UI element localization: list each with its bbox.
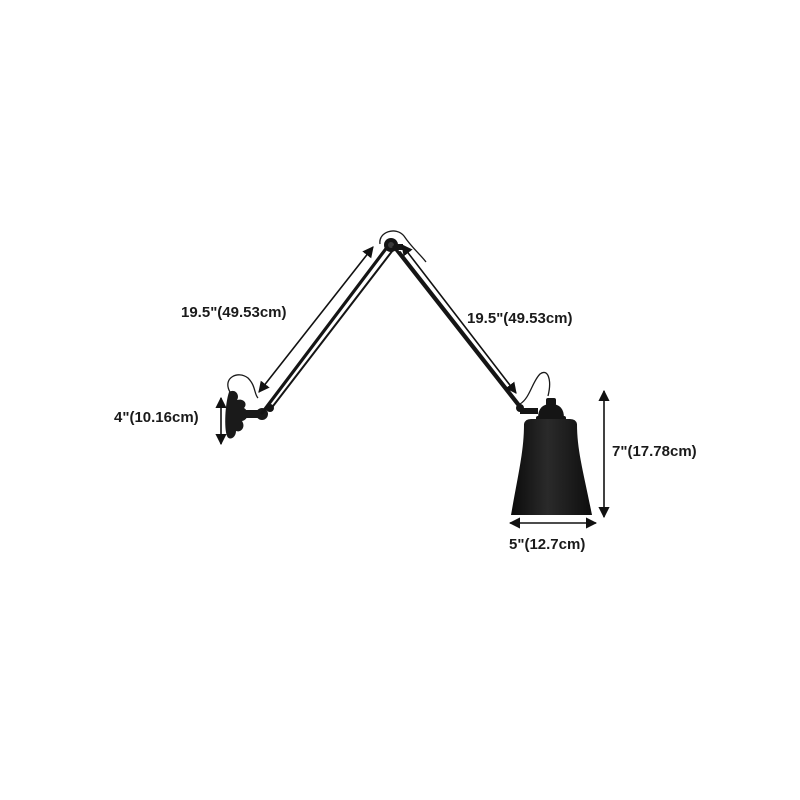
arm-left-dimension-line: [258, 246, 374, 393]
right-arm: [392, 245, 525, 412]
lamp-shade: [511, 419, 592, 515]
elbow-joint: [384, 238, 403, 252]
base-height-label: 4"(10.16cm): [114, 409, 199, 426]
left-arm: [260, 244, 394, 415]
shade-width-label: 5"(12.7cm): [509, 536, 586, 553]
arm-right-dimension-line: [401, 244, 517, 394]
wall-mount-base: [225, 390, 268, 439]
shade-height-label: 7"(17.78cm): [612, 443, 697, 460]
dimension-lines: [215, 244, 610, 529]
shade-connector: [520, 398, 566, 422]
arm-right-length-label: 19.5"(49.53cm): [467, 310, 573, 327]
arm-left-length-label: 19.5"(49.53cm): [181, 304, 287, 321]
